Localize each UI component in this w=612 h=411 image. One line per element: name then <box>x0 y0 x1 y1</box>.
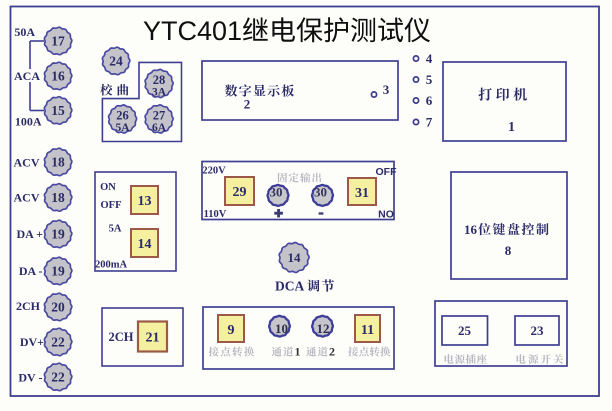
svg-text:DV -: DV - <box>18 370 42 384</box>
svg-text:DCA: DCA <box>275 279 304 294</box>
svg-text:6A: 6A <box>152 122 167 134</box>
svg-text:4: 4 <box>426 51 433 66</box>
svg-text:17: 17 <box>51 34 65 49</box>
svg-text:18: 18 <box>51 155 65 170</box>
svg-text:8: 8 <box>505 243 512 258</box>
svg-text:OFF: OFF <box>101 200 122 211</box>
svg-text:ACA: ACA <box>14 69 40 83</box>
svg-text:2: 2 <box>244 97 251 112</box>
svg-text:6: 6 <box>426 93 433 108</box>
svg-text:2: 2 <box>329 345 335 359</box>
svg-text:DV+: DV+ <box>20 335 44 349</box>
svg-text:100A: 100A <box>15 115 42 129</box>
svg-text:OFF: OFF <box>376 166 398 178</box>
svg-text:13: 13 <box>138 194 152 209</box>
svg-text:110V: 110V <box>204 209 227 220</box>
svg-text:3: 3 <box>383 82 390 97</box>
svg-text:28: 28 <box>153 73 166 87</box>
svg-text:12: 12 <box>317 321 330 336</box>
svg-text:22: 22 <box>51 335 65 350</box>
svg-text:19: 19 <box>51 227 65 242</box>
svg-text:14: 14 <box>288 250 302 265</box>
svg-text:14: 14 <box>138 237 152 252</box>
svg-text:26: 26 <box>116 109 129 123</box>
svg-text:18: 18 <box>51 190 65 205</box>
svg-text:15: 15 <box>51 103 65 118</box>
svg-text:30: 30 <box>314 185 327 200</box>
svg-text:16: 16 <box>51 69 65 84</box>
svg-text:31: 31 <box>355 186 369 201</box>
svg-text:10: 10 <box>275 321 288 336</box>
svg-text:24: 24 <box>109 54 123 69</box>
svg-text:5: 5 <box>426 72 433 87</box>
svg-text:11: 11 <box>361 323 374 338</box>
svg-text:21: 21 <box>146 331 160 346</box>
svg-text:DA -: DA - <box>19 264 43 278</box>
svg-text:19: 19 <box>51 264 65 279</box>
svg-text:5A: 5A <box>115 122 130 134</box>
svg-text:25: 25 <box>458 323 472 338</box>
svg-text:29: 29 <box>233 185 247 200</box>
svg-text:2CH: 2CH <box>16 299 41 313</box>
svg-text:2CH: 2CH <box>109 330 134 344</box>
svg-text:200mA: 200mA <box>95 260 127 271</box>
svg-text:9: 9 <box>228 323 235 338</box>
svg-text:ON: ON <box>100 182 116 193</box>
svg-text:27: 27 <box>153 109 166 123</box>
svg-text:1: 1 <box>508 120 515 135</box>
svg-text:16: 16 <box>464 222 478 237</box>
svg-text:NO: NO <box>378 209 394 221</box>
svg-text:50A: 50A <box>14 25 35 39</box>
svg-text:5A: 5A <box>109 224 122 235</box>
svg-text:YTC401: YTC401 <box>143 16 242 46</box>
svg-text:7: 7 <box>426 115 433 130</box>
svg-text:ACV: ACV <box>14 156 40 170</box>
svg-text:ACV: ACV <box>14 191 40 205</box>
svg-text:DA +: DA + <box>16 227 43 241</box>
svg-text:30: 30 <box>270 185 283 200</box>
svg-text:22: 22 <box>51 370 65 385</box>
svg-text:220V: 220V <box>202 166 226 177</box>
svg-text:1: 1 <box>295 345 301 359</box>
svg-text:20: 20 <box>51 300 65 315</box>
svg-text:23: 23 <box>531 323 545 338</box>
svg-text:3A: 3A <box>152 87 167 99</box>
